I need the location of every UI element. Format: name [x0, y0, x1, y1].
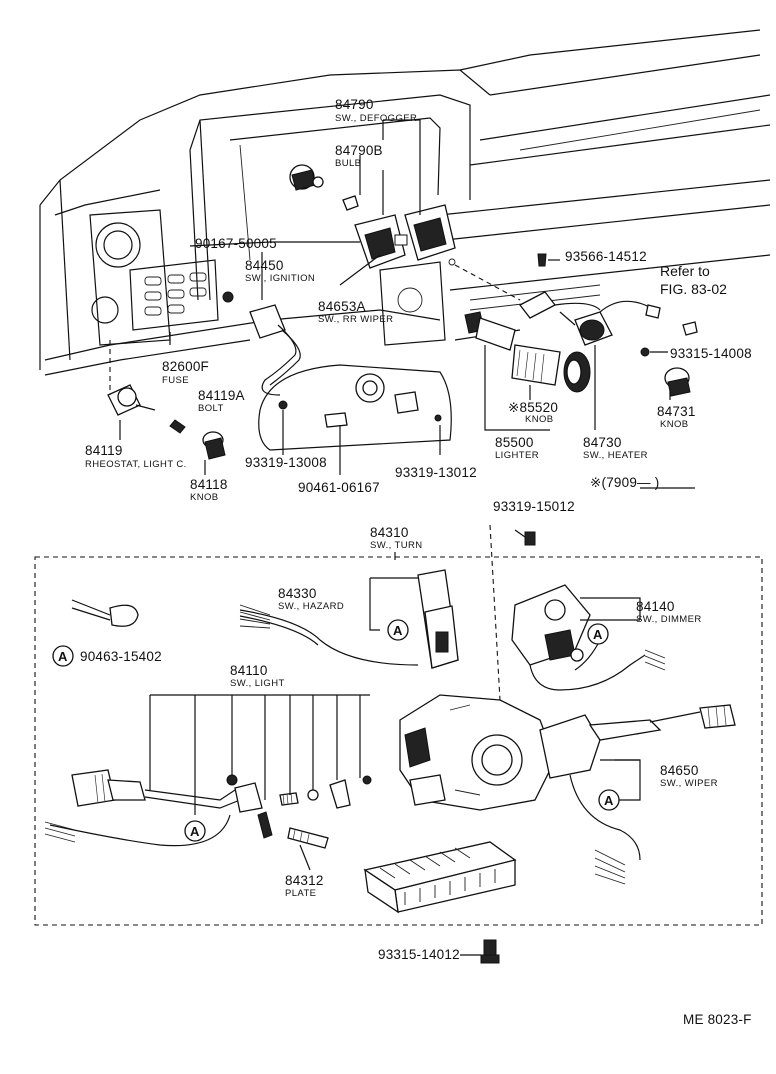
bulb — [342, 195, 359, 211]
label-84118-number: 84118 — [190, 477, 228, 492]
dash-screw — [489, 524, 501, 701]
svg-text:A: A — [190, 824, 200, 839]
label-85520-number: ※85520 — [508, 400, 558, 415]
label-85500-number: 85500 — [495, 435, 534, 450]
labels: 84790 SW., DEFOGGER 84790B BULB 90167-50… — [80, 97, 752, 1027]
label-84110-name: SW., LIGHT — [230, 678, 285, 689]
label-85500-name: LIGHTER — [495, 450, 539, 461]
lighter — [464, 311, 591, 393]
label-84450-number: 84450 — [245, 258, 284, 273]
label-84330-name: SW., HAZARD — [278, 601, 344, 612]
label-90463: 90463-15402 — [80, 649, 162, 664]
label-84140-name: SW., DIMMER — [636, 614, 702, 625]
wiper-switch — [539, 704, 736, 885]
callout-a-light: A — [184, 820, 206, 842]
dashboard-outline — [39, 29, 771, 376]
label-93319-13008: 93319-13008 — [245, 455, 327, 470]
bolt-93315-14012 — [480, 939, 500, 964]
rheostat — [107, 384, 156, 416]
knob-84731 — [664, 367, 691, 397]
leader-lines-bottom — [149, 552, 641, 956]
label-85520-name: KNOB — [525, 414, 554, 425]
turn-switch-body — [399, 694, 556, 811]
connector-block — [363, 841, 517, 914]
screw-93566 — [537, 253, 547, 267]
reference-line2: FIG. 83-02 — [660, 281, 727, 297]
assembly-box — [34, 556, 763, 926]
label-84110-number: 84110 — [230, 663, 268, 678]
label-93319-15012: 93319-15012 — [493, 499, 575, 514]
label-84731-name: KNOB — [660, 419, 689, 430]
label-93319-13012: 93319-13012 — [395, 465, 477, 480]
hazard-switch — [239, 569, 459, 669]
label-84312-number: 84312 — [285, 873, 324, 888]
label-84790b-name: BULB — [335, 158, 361, 169]
light-switch-lever — [44, 769, 273, 847]
label-84653a-name: SW., RR WIPER — [318, 314, 393, 325]
label-90461: 90461-06167 — [298, 480, 380, 495]
label-82600f-name: FUSE — [162, 375, 189, 386]
label-84790-number: 84790 — [335, 97, 374, 112]
callout-a-hazard: A — [387, 619, 409, 641]
footer-code: ME 8023-F — [683, 1012, 752, 1027]
dimmer-switch — [511, 584, 666, 691]
label-84730-name: SW., HEATER — [583, 450, 648, 461]
label-84140-number: 84140 — [636, 599, 675, 614]
plate-spring — [287, 827, 329, 849]
heater-switch — [519, 291, 661, 346]
label-84119-number: 84119 — [85, 443, 123, 458]
reference-line1: Refer to — [660, 263, 710, 279]
label-84450-name: SW., IGNITION — [245, 273, 315, 284]
ignition-connector — [249, 304, 301, 396]
svg-text:A: A — [593, 627, 603, 642]
label-84330-number: 84330 — [278, 586, 317, 601]
label-84310-number: 84310 — [370, 525, 409, 540]
label-84119-name: RHEOSTAT, LIGHT C. — [85, 459, 187, 470]
cable-tie — [71, 599, 139, 627]
knob-84118 — [202, 431, 226, 460]
screw-93315 — [640, 347, 650, 357]
label-84653a-number: 84653A — [318, 299, 366, 314]
label-84118-name: KNOB — [190, 492, 219, 503]
callout-a-dimmer: A — [587, 623, 609, 645]
label-84312-name: PLATE — [285, 888, 316, 899]
screw-93319-15012 — [514, 529, 536, 546]
label-93315-14008: 93315-14008 — [670, 346, 752, 361]
note-text: ※(7909— ) — [590, 475, 659, 490]
svg-text:A: A — [393, 623, 403, 638]
label-84790b-number: 84790B — [335, 143, 383, 158]
label-84790-name: SW., DEFOGGER — [335, 113, 417, 124]
label-84650-name: SW., WIPER — [660, 778, 718, 789]
label-84119a-name: BOLT — [198, 403, 224, 414]
callout-a-wiper: A — [598, 789, 620, 811]
bulb-ref — [682, 321, 698, 336]
label-93566: 93566-14512 — [565, 249, 647, 264]
label-84730-number: 84730 — [583, 435, 622, 450]
leader-lines-top — [119, 119, 671, 475]
dash-heater — [454, 264, 521, 301]
label-82600f-number: 82600F — [162, 359, 209, 374]
label-84731-number: 84731 — [657, 404, 696, 419]
svg-text:A: A — [58, 649, 68, 664]
label-84650-number: 84650 — [660, 763, 699, 778]
svg-text:A: A — [604, 793, 614, 808]
screw-fuse — [222, 291, 234, 303]
label-93315-14012: 93315-14012 — [378, 947, 460, 962]
callout-a-legend: A — [52, 645, 74, 667]
light-switch-small-parts — [226, 774, 372, 809]
bolt-84119a — [169, 419, 186, 434]
round-knob — [289, 164, 324, 191]
label-84310-name: SW., TURN — [370, 540, 423, 551]
label-84119a-number: 84119A — [198, 388, 245, 403]
defogger-switch — [354, 204, 456, 269]
ignition-housing — [258, 364, 452, 451]
label-90167-number: 90167-50005 — [195, 236, 277, 251]
